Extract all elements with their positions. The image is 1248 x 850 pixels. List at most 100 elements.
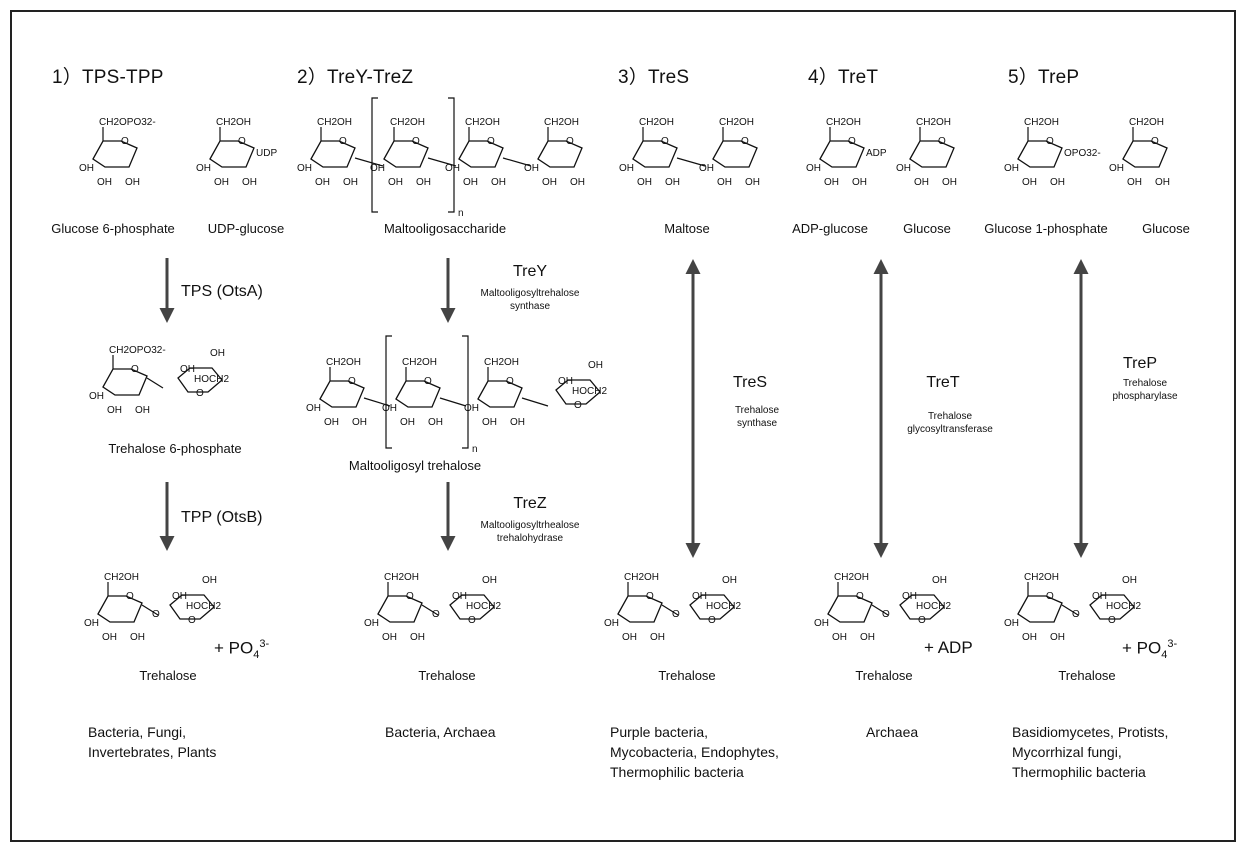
organisms-1-line2: Invertebrates, Plants: [88, 744, 217, 760]
organisms-4-line1: Archaea: [866, 724, 919, 740]
enzyme-tret-desc-line1: Trehalose: [927, 411, 973, 422]
glycosidic-bond: [871, 604, 889, 616]
trehalose-structure-4: O: [871, 604, 890, 620]
ring-oxygen-label: O: [339, 136, 347, 147]
organisms-1-line1: Bacteria, Fungi,: [88, 724, 187, 740]
ch2oh-label: CH2OH: [484, 357, 519, 368]
substrate-glucose-5: Glucose: [1142, 221, 1190, 236]
ring-bonds: [377, 595, 423, 623]
byproduct-phosphate-5-sub: 4: [1161, 649, 1168, 662]
ring-bonds: [555, 379, 601, 405]
oh-label: OH: [107, 405, 122, 416]
oh-label: OH: [604, 618, 619, 629]
enzyme-trey-desc: Maltooligosyltrehalose synthase: [481, 287, 580, 313]
glycosidic-bond: [502, 157, 532, 167]
pathway-title-3: 3）TreS: [618, 67, 690, 88]
glycosidic-bond: [146, 377, 164, 389]
ch2oh-label: CH2OH: [916, 117, 951, 128]
enzyme-tres-desc-line2: synthase: [736, 418, 778, 429]
oh-label: OH: [324, 417, 339, 428]
oh-label: OH: [932, 575, 947, 586]
ring-oxygen-label: O: [1046, 136, 1054, 147]
oh-label: OH: [196, 163, 211, 174]
oh-label: OH: [89, 391, 104, 402]
byproduct-phosphate-1-sup: 3-: [259, 638, 270, 650]
hoch2-label: HOCH2: [916, 601, 951, 612]
ring-oxygen-label: O: [918, 615, 926, 626]
ring-oxygen-label: O: [468, 615, 476, 626]
oh-label: OH: [400, 417, 415, 428]
oh-label: OH: [588, 360, 603, 371]
ch2oh-label: CH2OH: [826, 117, 861, 128]
oh-label: OH: [699, 163, 714, 174]
oh-label: OH: [814, 618, 829, 629]
oh-label: OH: [242, 177, 257, 188]
ring-bonds: [458, 140, 504, 168]
ring-oxygen-label: O: [126, 591, 134, 602]
organisms-3-line3: Thermophilic bacteria: [610, 764, 744, 780]
ch2oh-label: CH2OH: [719, 117, 754, 128]
trehalose-structure-3: O: [661, 604, 680, 620]
enzyme-tres: TreS: [732, 374, 768, 391]
ring-oxygen-label: O: [1108, 615, 1116, 626]
enzyme-trey-desc-line2: synthase: [509, 301, 551, 312]
oh-label: OH: [343, 177, 358, 188]
oh-label: OH: [210, 348, 225, 359]
oh-label: OH: [410, 632, 425, 643]
glycosidic-bond: [661, 604, 679, 616]
ch2oh-label: CH2OH: [216, 117, 251, 128]
enzyme-tpp: TPP (OtsB): [181, 509, 263, 526]
oh-label: OH: [542, 177, 557, 188]
oh-label: OH: [84, 618, 99, 629]
ch2oh-label: CH2OH: [1024, 572, 1059, 583]
ring-bonds: [1122, 140, 1168, 168]
enzyme-tret-desc-line2: glycosyltransferase: [907, 424, 993, 435]
repeat-count-label-2: n: [472, 444, 478, 455]
oh-label: OH: [172, 591, 187, 602]
oh-label: OH: [510, 417, 525, 428]
ring-oxygen-label: O: [188, 615, 196, 626]
pathway-title-5: 5）TreP: [1008, 67, 1080, 88]
oh-label: OH: [832, 632, 847, 643]
substrate-glucose-1-phosphate: Glucose 1-phosphate: [984, 221, 1108, 236]
enzyme-trez: TreZ: [513, 495, 547, 512]
oh-label: OH: [202, 575, 217, 586]
figure-frame: [10, 10, 1236, 842]
ring-bonds: [477, 380, 523, 408]
ring-bonds: [632, 140, 678, 168]
oh-label: OH: [637, 177, 652, 188]
ring-bonds: [1089, 594, 1135, 620]
ch2oh-label: CH2OH: [104, 572, 139, 583]
hoch2-label: HOCH2: [706, 601, 741, 612]
byproduct-phosphate-1-sub: 4: [253, 649, 260, 662]
oh-label: OH: [135, 405, 150, 416]
oh-label: OH: [1050, 177, 1065, 188]
enzyme-trez-desc-line2: trehalohydrase: [496, 533, 564, 544]
product-trehalose-4: Trehalose: [855, 668, 913, 683]
oh-label: OH: [428, 417, 443, 428]
oh-label: OH: [445, 163, 460, 174]
oh-label: OH: [1004, 618, 1019, 629]
enzyme-trey-desc-line1: Maltooligosyltrehalose: [480, 288, 580, 299]
hoch2-label: HOCH2: [1106, 601, 1141, 612]
oh-label: OH: [914, 177, 929, 188]
ring-bonds: [97, 595, 143, 623]
byproduct-phosphate-5-text: + PO: [1122, 638, 1162, 658]
organisms-2: Bacteria, Archaea: [385, 722, 496, 742]
oh-label: OH: [130, 632, 145, 643]
ring-bonds: [537, 140, 583, 168]
hoch2-label: HOCH2: [466, 601, 501, 612]
glycosidic-bond: [354, 157, 384, 167]
oh-label: OH: [214, 177, 229, 188]
ring-oxygen-label: O: [1151, 136, 1159, 147]
ring-oxygen-label: O: [574, 400, 582, 411]
enzyme-tps: TPS (OtsA): [181, 283, 263, 300]
